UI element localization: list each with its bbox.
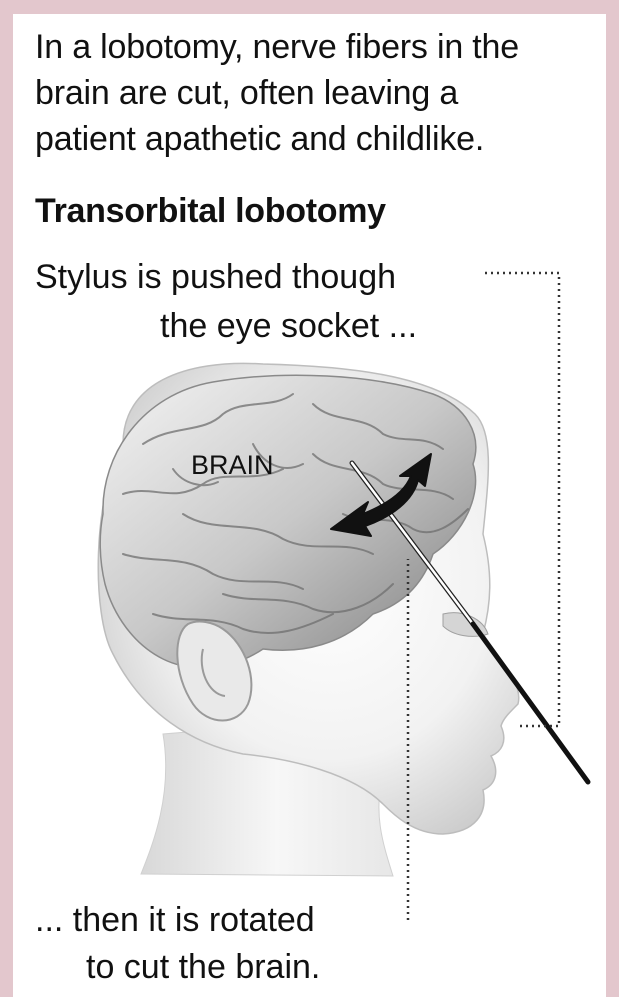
brain-label: BRAIN [191,450,274,480]
intro-line-1: In a lobotomy, nerve fibers in the [35,24,519,70]
section-heading: Transorbital lobotomy [35,191,386,231]
intro-line-2: brain are cut, often leaving a [35,70,519,116]
intro-text: In a lobotomy, nerve fibers in the brain… [35,24,519,162]
step1-line-2: the eye socket ... [160,305,417,347]
step2-line-1: ... then it is rotated [35,899,315,941]
step2-line-2: to cut the brain. [86,946,320,988]
intro-line-3: patient apathetic and childlike. [35,116,519,162]
step1-line-1: Stylus is pushed though [35,256,396,298]
infographic-panel: In a lobotomy, nerve fibers in the brain… [13,14,606,997]
